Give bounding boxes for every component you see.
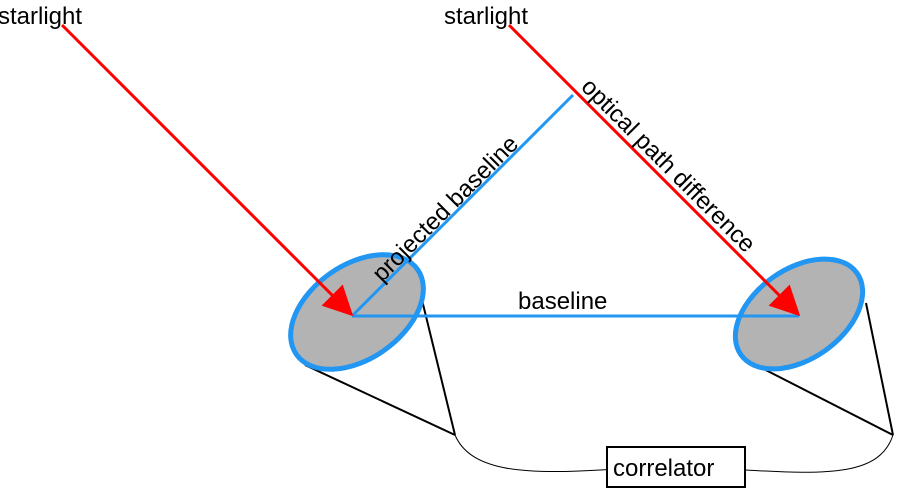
left-telescope-beam [304, 299, 456, 436]
projected-baseline-line [350, 93, 575, 318]
starlight-label-left: starlight [0, 3, 82, 30]
right-telescope-beam [751, 302, 894, 436]
correlator-box: correlator [606, 446, 746, 488]
starlight-label-right: starlight [444, 3, 528, 30]
baseline-label: baseline [518, 288, 607, 315]
correlator-label: correlator [613, 455, 714, 482]
telescope-mirror-icon [732, 256, 866, 372]
starlight-ray-right [507, 23, 801, 317]
projected-baseline-label: projected baseline [367, 130, 524, 287]
optical-path-difference-label: optical path difference [576, 73, 761, 258]
starlight-ray-left [60, 23, 354, 317]
